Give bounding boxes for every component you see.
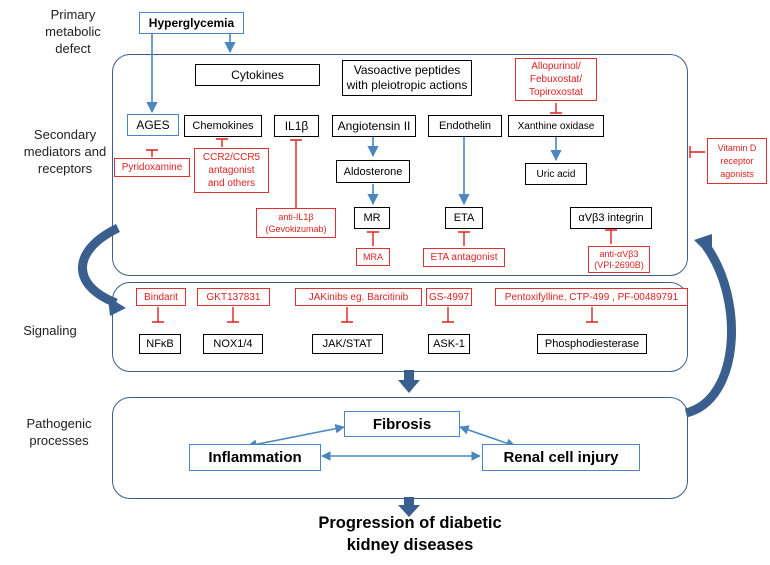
bindarit-box: Bindarit <box>136 288 186 306</box>
down-arrow-signaling-shaft <box>404 370 414 382</box>
inhibit-jakstat <box>341 307 353 323</box>
down-arrow-outcome-head <box>398 505 420 517</box>
uric-acid-box: Uric acid <box>525 163 587 185</box>
curve-arrow-left-head <box>108 297 126 316</box>
outcome-title: Progression of diabetic kidney diseases <box>318 514 502 554</box>
integrin-box: αVβ3 integrin <box>570 207 652 229</box>
angiotensin-box: Angiotensin II <box>332 115 416 137</box>
inhibit-nfkb <box>152 307 164 323</box>
endothelin-box: Endothelin <box>428 115 502 137</box>
curve-arrow-left <box>78 223 121 308</box>
inhibit-pde <box>586 307 598 323</box>
inhibit-eta <box>458 231 470 246</box>
vitamin-d-box: Vitamin D receptor agonists <box>707 138 767 184</box>
phosphodiesterase-box: Phosphodiesterase <box>537 334 647 354</box>
hyperglycemia-box: Hyperglycemia <box>139 12 244 34</box>
inhibit-vitamin-d <box>689 146 705 158</box>
vasoactive-peptides-box: Vasoactive peptides with pleiotropic act… <box>342 60 472 96</box>
ages-box: AGES <box>127 114 179 136</box>
il1b-box: IL1β <box>274 115 319 137</box>
ccr-antagonist-box: CCR2/CCR5 antagonist and others <box>194 148 269 193</box>
chemokines-box: Chemokines <box>184 115 262 137</box>
gs4997-box: GS-4997 <box>426 288 472 306</box>
inhibit-ages <box>146 149 158 157</box>
inhibit-il1b <box>290 139 302 208</box>
row-label-pathogenic: Pathogenic processes <box>26 416 92 448</box>
inflammation-box: Inflammation <box>189 444 321 471</box>
curve-arrow-right <box>684 243 736 418</box>
cytokines-box: Cytokines <box>195 64 320 86</box>
curve-arrow-right-head <box>694 234 712 258</box>
jakstat-box: JAK/STAT <box>312 334 383 354</box>
mr-box: MR <box>354 207 390 229</box>
inhibit-mr <box>367 231 379 246</box>
xanthine-oxidase-box: Xanthine oxidase <box>508 115 604 137</box>
inhibit-integrin <box>605 229 617 244</box>
renal-cell-injury-box: Renal cell injury <box>482 444 640 471</box>
down-arrow-outcome-shaft <box>404 497 414 508</box>
nfkb-box: NFκB <box>139 334 181 354</box>
jakinibs-box: JAKinibs eg. Barcitinib <box>295 288 422 306</box>
fibrosis-box: Fibrosis <box>344 411 460 437</box>
eta-antagonist-box: ETA antagonist <box>423 248 505 267</box>
inhibit-chemokines <box>216 138 228 147</box>
arrow-fibrosis-renal <box>459 425 516 448</box>
inhibit-ask1 <box>442 307 454 323</box>
gkt137831-box: GKT137831 <box>197 288 270 306</box>
row-label-primary: Primary metabolic defect <box>45 7 101 56</box>
arrow-fibrosis-inflammation <box>247 423 345 450</box>
mra-box: MRA <box>356 248 390 266</box>
down-arrow-signaling-head <box>398 380 420 393</box>
anti-il1b-box: anti-IL1β (Gevokizumab) <box>256 208 336 238</box>
eta-box: ETA <box>445 207 483 229</box>
inhibit-xanthine <box>550 103 562 114</box>
pentoxifylline-box: Pentoxifylline, CTP-499 , PF-00489791 <box>495 288 688 306</box>
aldosterone-box: Aldosterone <box>336 160 410 183</box>
row-label-secondary: Secondary mediators and receptors <box>23 127 107 176</box>
ask1-box: ASK-1 <box>428 334 470 354</box>
inhibit-nox <box>227 307 239 323</box>
row-label-signaling: Signaling <box>23 323 77 338</box>
nox-box: NOX1/4 <box>203 334 263 354</box>
allopurinol-box: Allopurinol/ Febuxostat/ Topiroxostat <box>515 58 597 101</box>
pyridoxamine-box: Pyridoxamine <box>114 158 190 177</box>
anti-avb3-box: anti-αVβ3 (VPI-2690B) <box>588 246 650 273</box>
